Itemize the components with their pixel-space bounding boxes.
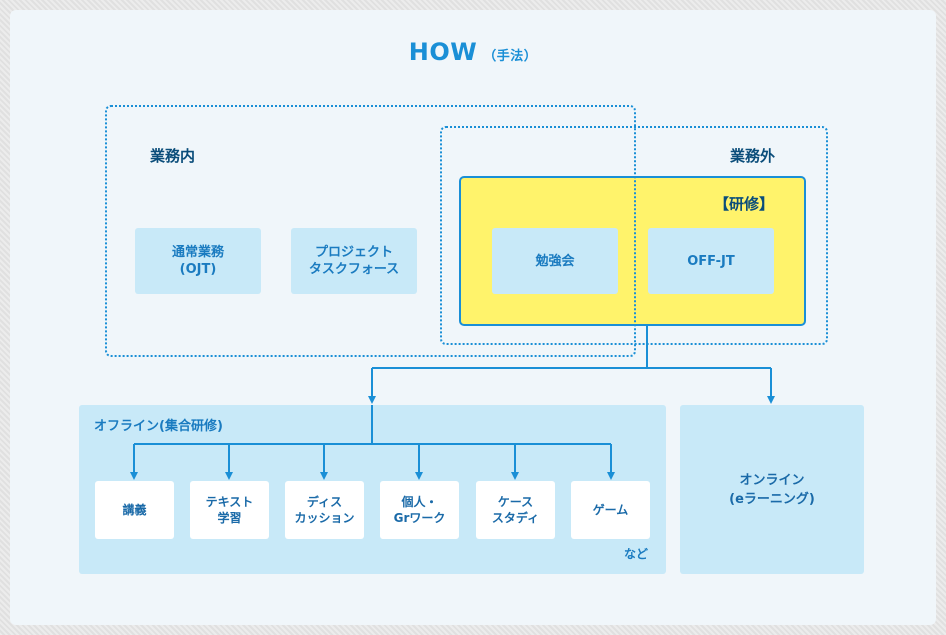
project-taskforce-box: プロジェクト タスクフォース <box>291 228 417 294</box>
offline-item-group-work: 個人・ Grワーク <box>380 481 459 539</box>
page-title: HOW （手法） <box>0 38 946 66</box>
offline-item-case-study: ケース スタディ <box>476 481 555 539</box>
offline-label: オフライン(集合研修) <box>94 419 223 434</box>
offline-item-discussion: ディス カッション <box>285 481 364 539</box>
in-work-group <box>105 105 636 357</box>
online-panel: オンライン (eラーニング) <box>680 405 864 574</box>
title-sub: （手法） <box>483 49 538 64</box>
offline-item-text-study: テキスト 学習 <box>190 481 269 539</box>
ojt-box: 通常業務 (OJT) <box>135 228 261 294</box>
offline-item-lecture: 講義 <box>95 481 174 539</box>
offline-item-game: ゲーム <box>571 481 650 539</box>
out-work-group <box>440 126 828 345</box>
offline-note: など <box>624 547 649 561</box>
off-jt-box: OFF-JT <box>648 228 774 294</box>
training-label: 【研修】 <box>714 195 775 213</box>
out-work-label: 業務外 <box>730 147 776 165</box>
title-main: HOW <box>408 38 478 66</box>
in-work-label: 業務内 <box>150 147 196 165</box>
study-session-box: 勉強会 <box>492 228 618 294</box>
